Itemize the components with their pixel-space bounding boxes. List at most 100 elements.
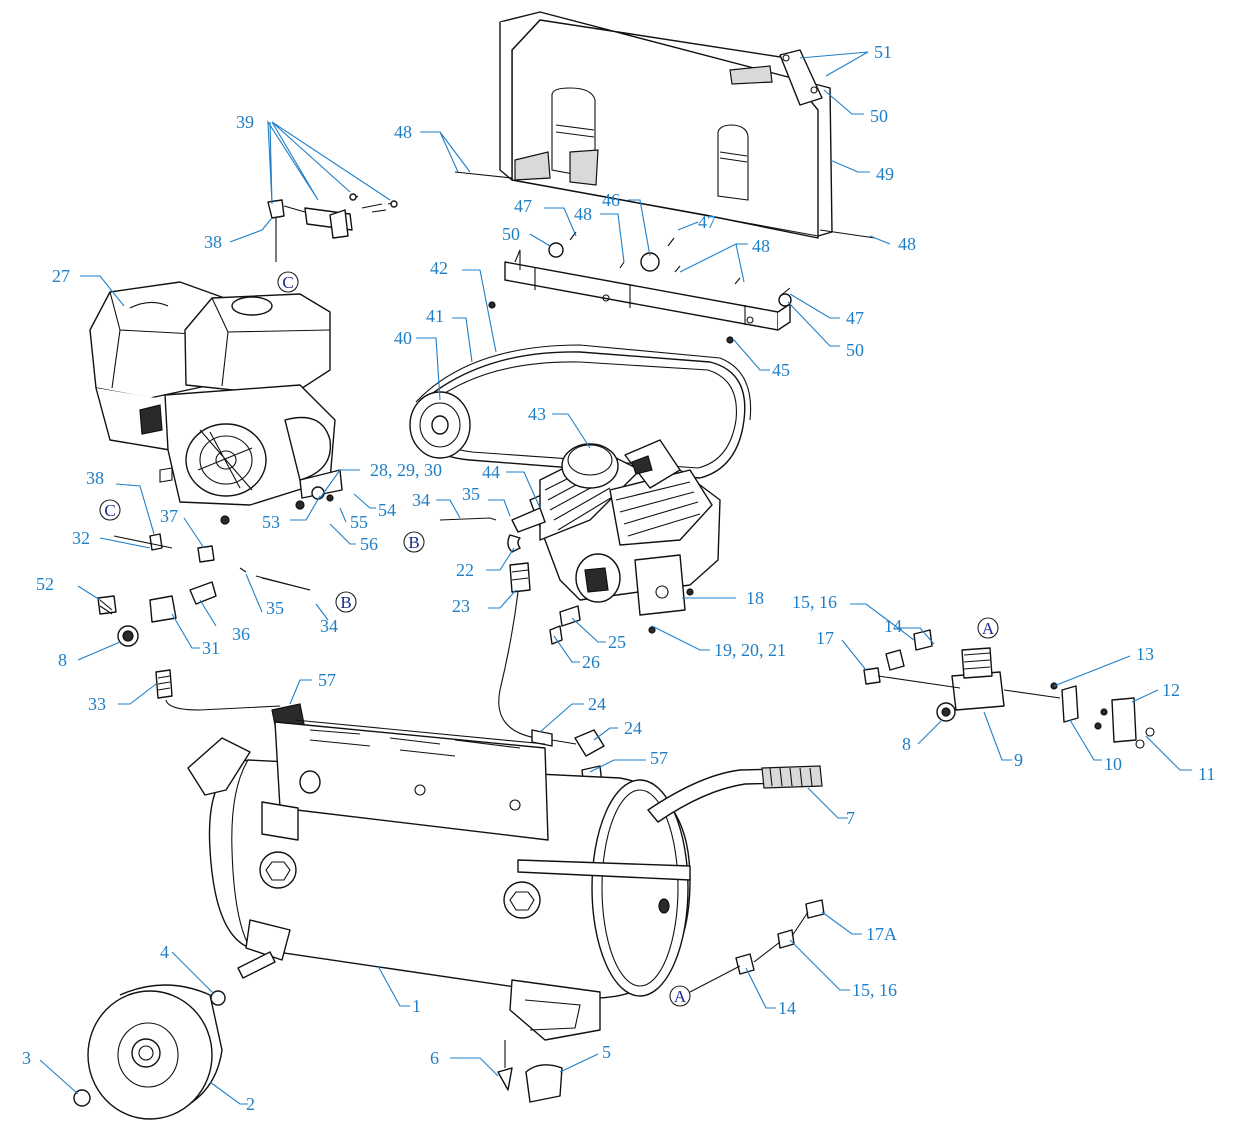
part-callout-label: 9 [1014, 750, 1023, 770]
reference-circle [403, 531, 425, 553]
part-callout-label: 18 [746, 588, 764, 608]
part-callout-label: 50 [502, 224, 520, 244]
callout-leader-line [209, 1081, 248, 1105]
part-callout-label: 22 [456, 560, 474, 580]
part-callout-label: 51 [874, 42, 892, 62]
part-callout-label: 15, 16 [852, 980, 897, 1000]
part-callout-label: 37 [160, 506, 178, 526]
callout-leader-line [789, 939, 850, 991]
part-callout-label: 25 [608, 632, 626, 652]
callout-leader-line [420, 131, 471, 173]
quick-coupler [689, 899, 825, 993]
callout-leader-line [115, 483, 155, 535]
part-callout-label: 48 [394, 122, 412, 142]
callout-leader-line [869, 235, 891, 245]
part-callout-label: 10 [1104, 754, 1122, 774]
callout-leader-line [315, 603, 329, 621]
part-callout-label: 34 [412, 490, 430, 510]
callout-leader-line [436, 499, 461, 519]
drain-and-foot [497, 1040, 563, 1103]
callout-leader-line [289, 679, 312, 705]
part-callout-label: 49 [876, 164, 894, 184]
callout-leader-line [628, 199, 651, 257]
part-callout-label: 56 [360, 534, 378, 554]
part-callout-label: 36 [232, 624, 250, 644]
callout-leader-line [677, 221, 699, 231]
part-callout-label: 17A [866, 924, 897, 944]
part-callout-label: 34 [320, 616, 338, 636]
callout-leader-line [593, 727, 618, 741]
part-callout-label: 27 [52, 266, 70, 286]
part-callout-label: 50 [870, 106, 888, 126]
reference-letter: A [982, 619, 995, 638]
part-callout-label: 46 [602, 190, 620, 210]
callout-leader-line [529, 233, 551, 247]
callout-leader-line [841, 639, 867, 671]
compressor-pump [409, 351, 746, 645]
callout-leader-line [552, 413, 591, 449]
part-callout-label: 53 [262, 512, 280, 532]
handle [647, 765, 823, 823]
callout-leader-line [488, 499, 511, 517]
callout-leader-line [486, 547, 515, 571]
callout-leader-line [118, 683, 157, 705]
callout-leader-line [183, 517, 205, 549]
part-callout-label: 47 [514, 196, 532, 216]
part-callout-label: 42 [430, 258, 448, 278]
part-callout-label: 48 [574, 204, 592, 224]
part-callout-label: 57 [650, 748, 668, 768]
part-callout-label: 39 [236, 112, 254, 132]
throttle-control-assembly [267, 193, 398, 262]
part-callout-label: 47 [698, 212, 716, 232]
part-callout-label: 55 [350, 512, 368, 532]
callout-leader-line [377, 965, 410, 1007]
part-callout-label: 26 [582, 652, 600, 672]
reference-circle [277, 271, 299, 293]
part-callout-label: 3 [22, 1048, 31, 1068]
part-callout-label: 28, 29, 30 [370, 460, 442, 480]
callout-leader-line [571, 617, 606, 643]
callout-leader-line [329, 523, 356, 545]
callout-leader-line [1069, 719, 1102, 761]
callout-leader-line [799, 51, 869, 77]
callout-leader-line [745, 967, 776, 1009]
belt-and-pulleys [415, 344, 752, 421]
callout-leader-line [733, 339, 770, 371]
reference-circle [669, 985, 691, 1007]
callout-leader-line [553, 635, 580, 663]
callout-leader-line [462, 269, 497, 353]
callout-leader-line [559, 1053, 599, 1073]
callout-leader-line [199, 599, 217, 627]
part-callout-label: 12 [1162, 680, 1180, 700]
part-callout-label: 24 [624, 718, 642, 738]
part-callout-label: 24 [588, 694, 606, 714]
callout-leader-line [267, 119, 391, 205]
part-callout-label: 57 [318, 670, 336, 690]
reference-letter: B [340, 593, 351, 612]
reference-letter: A [674, 987, 687, 1006]
callout-leader-line [807, 787, 848, 819]
part-callout-label: 47 [846, 308, 864, 328]
part-callout-label: 41 [426, 306, 444, 326]
reference-letter: C [104, 501, 115, 520]
wheel-assembly [73, 951, 276, 1120]
callout-leader-line [77, 641, 121, 661]
reference-circle [977, 617, 999, 639]
part-callout-label: 45 [772, 360, 790, 380]
part-callout-label: 2 [246, 1094, 255, 1114]
part-callout-label: 35 [462, 484, 480, 504]
part-callout-label: 40 [394, 328, 412, 348]
callout-leader-line [506, 471, 541, 509]
part-callout-label: 43 [528, 404, 546, 424]
part-callout-label: 50 [846, 340, 864, 360]
callout-leader-line [171, 951, 215, 995]
callout-leader-line [1131, 689, 1159, 703]
belt-guard-shroud [454, 11, 876, 239]
part-callout-label: 15, 16 [792, 592, 837, 612]
callout-leader-line [600, 213, 625, 263]
regulator-assembly [863, 629, 1155, 749]
callout-leader-line [850, 603, 915, 641]
air-tank [187, 719, 691, 1041]
